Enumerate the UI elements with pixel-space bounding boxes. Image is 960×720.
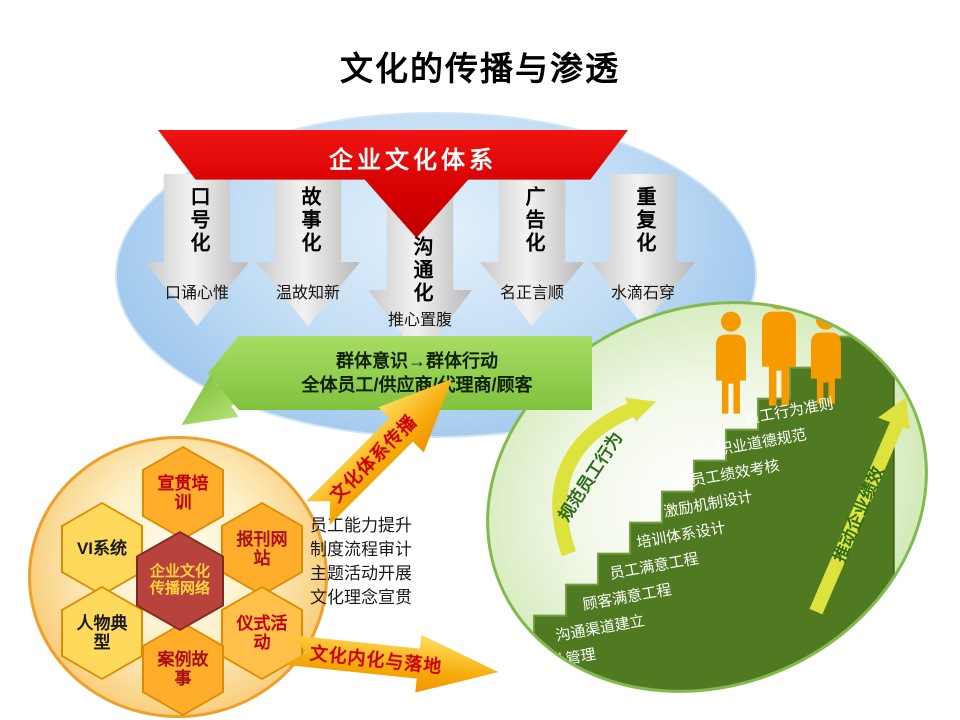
channel-idiom-2: 温故知新 xyxy=(275,285,340,302)
node-label: 仪式活动 xyxy=(236,613,288,652)
regulate-arrow-curve xyxy=(552,402,635,557)
network-node-xuanguan: 宣贯培训 xyxy=(142,446,224,540)
network-node-anli: 案例故事 xyxy=(142,622,224,716)
channel-method-3: 沟通化 xyxy=(410,236,432,305)
page-title: 文化的传播与渗透 xyxy=(340,50,620,87)
action-item: 员工能力提升 xyxy=(310,516,412,535)
node-label: VI系统 xyxy=(76,539,128,559)
channel-method-4: 广告化 xyxy=(522,186,544,255)
person-left-head xyxy=(720,311,741,332)
culture-system-banner-label: 企业文化体系 xyxy=(329,147,497,174)
channel-idiom-1: 口诵心惟 xyxy=(164,285,229,302)
behavior-content: 员工行为准则 职业道德规范 员工绩效考核 激励机制设计 培训体系设计 员工满意工… xyxy=(425,234,960,720)
landing-arrow-label: 文化内化与落地 xyxy=(308,643,444,678)
staircase-graphic xyxy=(493,285,910,703)
node-label: 案例故事 xyxy=(157,649,209,688)
network-node-vi: VI系统 xyxy=(61,502,143,596)
network-hub: 企业文化传播网络 xyxy=(136,531,224,631)
outcome-banner: 群体意识→群体行动 全体员工/供应商/代理商/顾客 xyxy=(208,336,592,410)
channel-method-5: 重复化 xyxy=(633,186,655,255)
person-left-body xyxy=(715,334,746,414)
channel-method-2: 故事化 xyxy=(298,186,320,255)
people-icon xyxy=(715,285,841,414)
action-item: 主题活动开展 xyxy=(310,564,412,583)
outcome-line-1: 群体意识→群体行动 xyxy=(336,350,498,371)
action-list: 员工能力提升 制度流程审计 主题活动开展 文化理念宣贯 xyxy=(310,514,412,610)
network-node-yishi: 仪式活动 xyxy=(221,586,303,680)
channel-idiom-4: 名正言顺 xyxy=(499,285,564,302)
outcome-line-2: 全体员工/供应商/代理商/顾客 xyxy=(301,375,533,395)
performance-arrow-shaft xyxy=(809,420,904,615)
behavior-ellipse: 员工行为准则 职业道德规范 员工绩效考核 激励机制设计 培训体系设计 员工满意工… xyxy=(424,233,960,720)
node-label: 宣贯培训 xyxy=(157,473,209,512)
person-right-body xyxy=(810,332,841,404)
network-node-renwu: 人物典型 xyxy=(61,586,143,680)
person-middle-body xyxy=(761,311,796,406)
performance-arrowhead xyxy=(877,397,910,430)
hub-label: 企业文化传播网络 xyxy=(149,563,210,597)
channel-method-1: 口号化 xyxy=(187,186,209,255)
action-item: 制度流程审计 xyxy=(310,540,412,559)
person-middle-head xyxy=(766,285,791,310)
person-right-head xyxy=(815,309,836,330)
network-node-baokan: 报刊网站 xyxy=(221,502,303,596)
action-item: 文化理念宣贯 xyxy=(310,588,412,607)
landing-arrow: 文化内化与落地 xyxy=(285,621,502,701)
regulate-arrowhead xyxy=(624,397,656,422)
channel-idiom-3: 推心置腹 xyxy=(387,312,452,329)
node-label: 报刊网站 xyxy=(236,529,288,568)
channel-idiom-5: 水滴石穿 xyxy=(610,285,675,302)
node-label: 人物典型 xyxy=(76,613,128,652)
